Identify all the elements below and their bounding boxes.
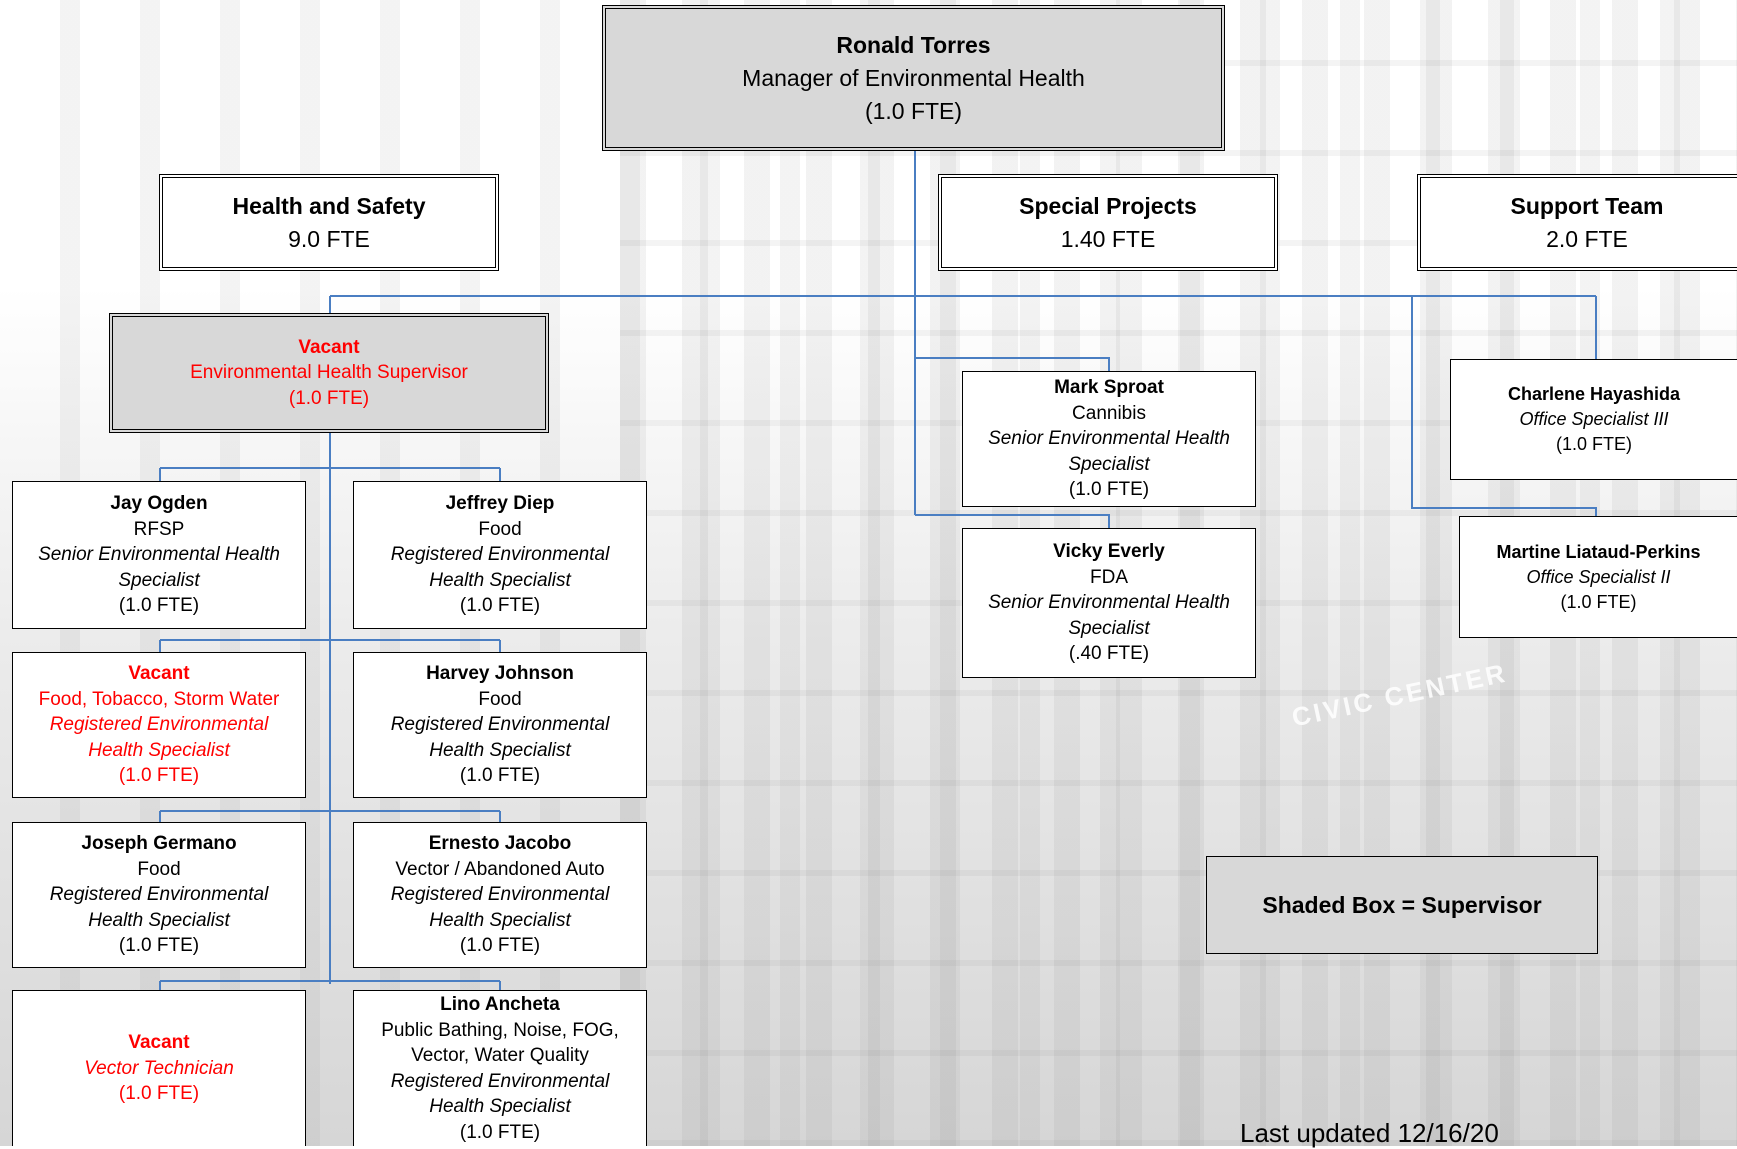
staff-title-line2: Health Specialist bbox=[429, 569, 571, 591]
staff-area-line1: Public Bathing, Noise, FOG, bbox=[381, 1019, 619, 1041]
manager-box: Ronald Torres Manager of Environmental H… bbox=[602, 5, 1225, 151]
staff-area: Cannibis bbox=[1072, 402, 1146, 424]
staff-fte: (1.0 FTE) bbox=[118, 935, 200, 957]
division-health-safety: Health and Safety 9.0 FTE bbox=[159, 174, 499, 271]
staff-jeffrey-diep: Jeffrey Diep Food Registered Environment… bbox=[353, 481, 647, 629]
staff-title-line2: Health Specialist bbox=[88, 739, 230, 761]
staff-area: Food bbox=[478, 688, 522, 710]
staff-title-line2: Health Specialist bbox=[429, 739, 571, 761]
division-support-team: Support Team 2.0 FTE bbox=[1417, 174, 1737, 271]
staff-fte: (1.0 FTE) bbox=[459, 935, 541, 957]
staff-title-line1: Registered Environmental bbox=[49, 884, 269, 906]
legend-text: Shaded Box = Supervisor bbox=[1262, 891, 1542, 918]
staff-fte: (1.0 FTE) bbox=[459, 1121, 541, 1143]
staff-title-line1: Registered Environmental bbox=[390, 544, 610, 566]
staff-fte: (1.0 FTE) bbox=[1560, 591, 1637, 612]
staff-vacant-vector: Vacant Vector Technician (1.0 FTE) bbox=[12, 990, 306, 1146]
staff-title-line1: Registered Environmental bbox=[390, 714, 610, 736]
staff-vacant-food: Vacant Food, Tobacco, Storm Water Regist… bbox=[12, 652, 306, 798]
staff-fte: (1.0 FTE) bbox=[118, 595, 200, 617]
staff-jay-ogden: Jay Ogden RFSP Senior Environmental Heal… bbox=[12, 481, 306, 629]
staff-title: Office Specialist III bbox=[1519, 409, 1669, 429]
staff-title-line1: Registered Environmental bbox=[49, 714, 269, 736]
staff-title: Office Specialist II bbox=[1526, 566, 1671, 587]
staff-title-line2: Health Specialist bbox=[429, 1096, 571, 1117]
staff-fte: (1.0 FTE) bbox=[459, 595, 541, 617]
supervisor-title: Environmental Health Supervisor bbox=[190, 362, 468, 384]
manager-name: Ronald Torres bbox=[836, 31, 991, 58]
staff-vicky-everly: Vicky Everly FDA Senior Environmental He… bbox=[962, 528, 1256, 678]
staff-name: Vacant bbox=[128, 1032, 190, 1054]
staff-fte: (1.0 FTE) bbox=[118, 765, 200, 787]
staff-area: Food, Tobacco, Storm Water bbox=[38, 688, 280, 710]
staff-area: Food bbox=[478, 518, 522, 540]
staff-title-line1: Registered Environmental bbox=[390, 884, 610, 906]
division-name: Health and Safety bbox=[232, 192, 426, 219]
supervisor-name: Vacant bbox=[298, 336, 360, 358]
staff-fte: (1.0 FTE) bbox=[1068, 479, 1150, 501]
staff-title-line1: Senior Environmental Health bbox=[38, 544, 280, 566]
staff-mark-sproat: Mark Sproat Cannibis Senior Environmenta… bbox=[962, 371, 1256, 507]
staff-title-line2: Specialist bbox=[1068, 617, 1150, 639]
staff-title-line1: Senior Environmental Health bbox=[988, 592, 1230, 614]
staff-name: Jeffrey Diep bbox=[445, 493, 555, 515]
staff-fte: (.40 FTE) bbox=[1068, 643, 1150, 665]
staff-title-line2: Health Specialist bbox=[429, 909, 571, 931]
staff-name: Martine Liataud-Perkins bbox=[1496, 541, 1701, 562]
staff-area-line2: Vector, Water Quality bbox=[411, 1045, 589, 1066]
staff-charlene-hayashida: Charlene Hayashida Office Specialist III… bbox=[1450, 359, 1737, 480]
staff-joseph-germano: Joseph Germano Food Registered Environme… bbox=[12, 822, 306, 968]
staff-name: Lino Ancheta bbox=[440, 994, 560, 1015]
staff-title-line1: Senior Environmental Health bbox=[988, 428, 1230, 450]
staff-title-line2: Specialist bbox=[118, 569, 200, 591]
legend-box: Shaded Box = Supervisor bbox=[1206, 856, 1598, 954]
manager-title: Manager of Environmental Health bbox=[742, 64, 1085, 91]
division-name: Support Team bbox=[1510, 192, 1664, 219]
staff-area: FDA bbox=[1090, 566, 1128, 588]
staff-name: Mark Sproat bbox=[1054, 377, 1164, 399]
staff-name: Harvey Johnson bbox=[426, 663, 574, 685]
staff-name: Joseph Germano bbox=[81, 833, 237, 855]
division-special-projects: Special Projects 1.40 FTE bbox=[938, 174, 1278, 271]
staff-fte: (1.0 FTE) bbox=[118, 1083, 200, 1105]
division-fte: 9.0 FTE bbox=[288, 225, 370, 252]
staff-fte: (1.0 FTE) bbox=[1555, 434, 1632, 454]
staff-fte: (1.0 FTE) bbox=[459, 765, 541, 787]
staff-title-line2: Specialist bbox=[1068, 453, 1150, 475]
staff-area: Food bbox=[137, 858, 181, 880]
division-fte: 2.0 FTE bbox=[1546, 225, 1628, 252]
division-fte: 1.40 FTE bbox=[1060, 225, 1156, 252]
staff-name: Ernesto Jacobo bbox=[428, 833, 572, 855]
staff-area: Vector / Abandoned Auto bbox=[395, 858, 605, 880]
staff-title-line2: Health Specialist bbox=[88, 909, 230, 931]
staff-harvey-johnson: Harvey Johnson Food Registered Environme… bbox=[353, 652, 647, 798]
staff-name: Vicky Everly bbox=[1053, 541, 1165, 563]
staff-ernesto-jacobo: Ernesto Jacobo Vector / Abandoned Auto R… bbox=[353, 822, 647, 968]
staff-name: Vacant bbox=[128, 663, 190, 685]
division-name: Special Projects bbox=[1019, 192, 1197, 219]
manager-fte: (1.0 FTE) bbox=[864, 97, 963, 124]
staff-lino-ancheta: Lino Ancheta Public Bathing, Noise, FOG,… bbox=[353, 990, 647, 1146]
supervisor-box: Vacant Environmental Health Supervisor (… bbox=[109, 313, 549, 433]
supervisor-fte: (1.0 FTE) bbox=[288, 387, 370, 409]
staff-title-line1: Registered Environmental bbox=[390, 1070, 610, 1092]
staff-area: RFSP bbox=[133, 518, 185, 540]
staff-name: Jay Ogden bbox=[110, 493, 208, 515]
staff-name: Charlene Hayashida bbox=[1507, 384, 1681, 404]
staff-title: Vector Technician bbox=[84, 1057, 234, 1079]
last-updated: Last updated 12/16/20 bbox=[1240, 1118, 1499, 1148]
staff-martine-liataud-perkins: Martine Liataud-Perkins Office Specialis… bbox=[1459, 516, 1737, 638]
